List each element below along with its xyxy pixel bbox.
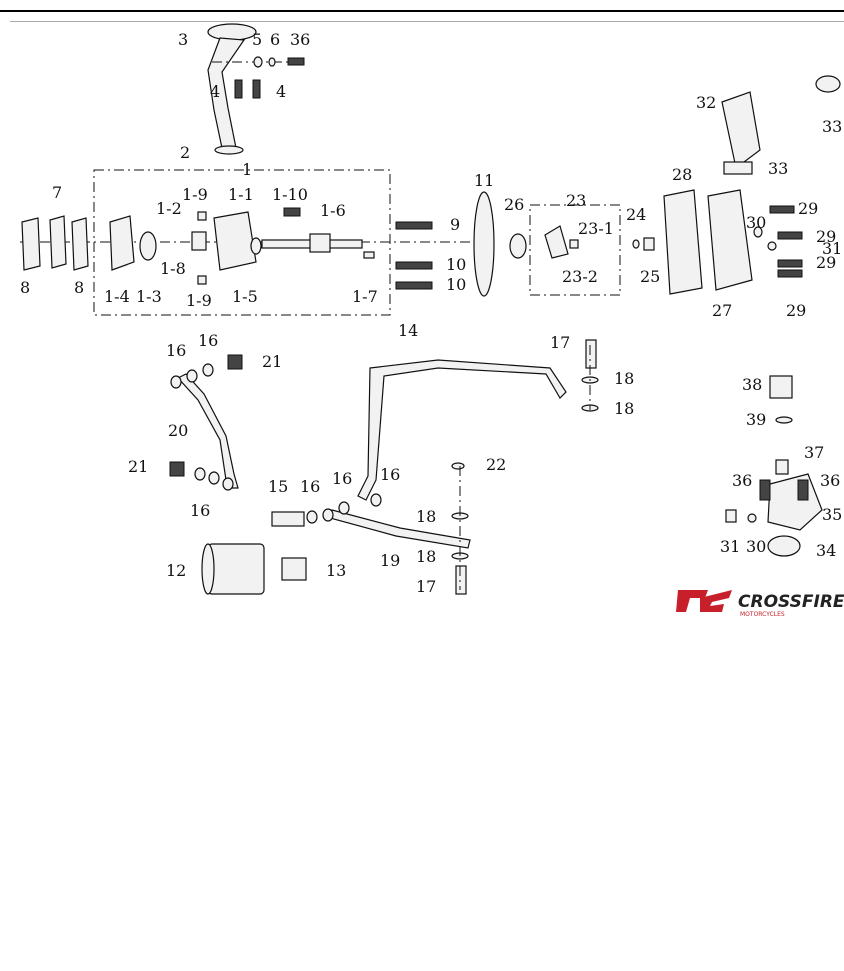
oil-pump-assembly [20,169,470,316]
label-39: 39 [746,410,766,429]
label-30: 30 [746,537,766,556]
label-9: 9 [450,215,460,234]
label-1-3: 1-3 [136,287,162,306]
label-4: 4 [276,82,286,101]
label-28: 28 [672,165,692,184]
label-16: 16 [190,501,210,520]
label-29: 29 [786,301,806,320]
label-6: 6 [270,30,280,49]
label-4: 4 [210,82,220,101]
label-10: 10 [446,275,466,294]
label-1-6: 1-6 [320,201,346,220]
label-15: 15 [268,477,288,496]
label-18: 18 [416,507,436,526]
label-34: 34 [816,541,836,560]
label-31: 31 [822,239,842,258]
water-pump-group [473,75,841,297]
label-32: 32 [696,93,716,112]
label-25: 25 [640,267,660,286]
label-33: 33 [822,117,842,136]
label-27: 27 [712,301,732,320]
label-2: 2 [180,143,190,162]
label-22: 22 [486,455,506,474]
label-21: 21 [262,352,282,371]
label-12: 12 [166,561,186,580]
label-23-2: 23-2 [562,267,598,286]
crossfire-logo: CROSSFIRE MOTORCYCLES [676,590,844,618]
label-17: 17 [416,577,436,596]
logo-brand: CROSSFIRE [738,592,844,612]
label-18: 18 [416,547,436,566]
label-5: 5 [252,30,262,49]
label-18: 18 [614,399,634,418]
label-1-2: 1-2 [156,199,182,218]
label-16: 16 [300,477,320,496]
oil-pipes [169,339,599,595]
label-24: 24 [626,205,646,224]
label-36: 36 [732,471,752,490]
label-29: 29 [816,227,836,246]
thermostat-group [725,375,823,557]
label-11: 11 [474,171,494,190]
label-7: 7 [52,183,62,202]
label-19: 19 [380,551,400,570]
label-16: 16 [166,341,186,360]
label-10: 10 [446,255,466,274]
label-38: 38 [742,375,762,394]
label-18: 18 [614,369,634,388]
label-1-4: 1-4 [104,287,130,306]
label-21: 21 [128,457,148,476]
label-13: 13 [326,561,346,580]
header-rule [0,10,844,12]
label-1-9: 1-9 [186,291,212,310]
header-subrule [10,21,844,22]
label-1-5: 1-5 [232,287,258,306]
label-36: 36 [290,30,310,49]
label-8: 8 [74,278,84,297]
label-23-1: 23-1 [578,219,614,238]
label-1-1: 1-1 [228,185,254,204]
label-23: 23 [566,191,586,210]
label-20: 20 [168,421,188,440]
label-1-9: 1-9 [182,185,208,204]
label-3: 3 [178,30,188,49]
oil-strainer [207,23,305,155]
label-37: 37 [804,443,824,462]
label-1-8: 1-8 [160,259,186,278]
label-30: 30 [746,213,766,232]
label-26: 26 [504,195,524,214]
crossfire-logo-mark [676,590,732,612]
logo-sub: MOTORCYCLES [740,611,785,618]
label-36: 36 [820,471,840,490]
label-1-7: 1-7 [352,287,378,306]
oil-filter [201,543,307,595]
label-16: 16 [380,465,400,484]
label-16: 16 [332,469,352,488]
callout-labels: 3 5 6 36 4 4 2 1 7 8 8 1-9 1-1 1-10 1-2 … [20,30,842,596]
label-14: 14 [398,321,418,340]
label-33: 33 [768,159,788,178]
label-35: 35 [822,505,842,524]
label-29: 29 [798,199,818,218]
label-1-10: 1-10 [272,185,308,204]
label-1: 1 [242,160,252,179]
label-16: 16 [198,331,218,350]
label-8: 8 [20,278,30,297]
label-29: 29 [816,253,836,272]
label-17: 17 [550,333,570,352]
label-31: 31 [720,537,740,556]
